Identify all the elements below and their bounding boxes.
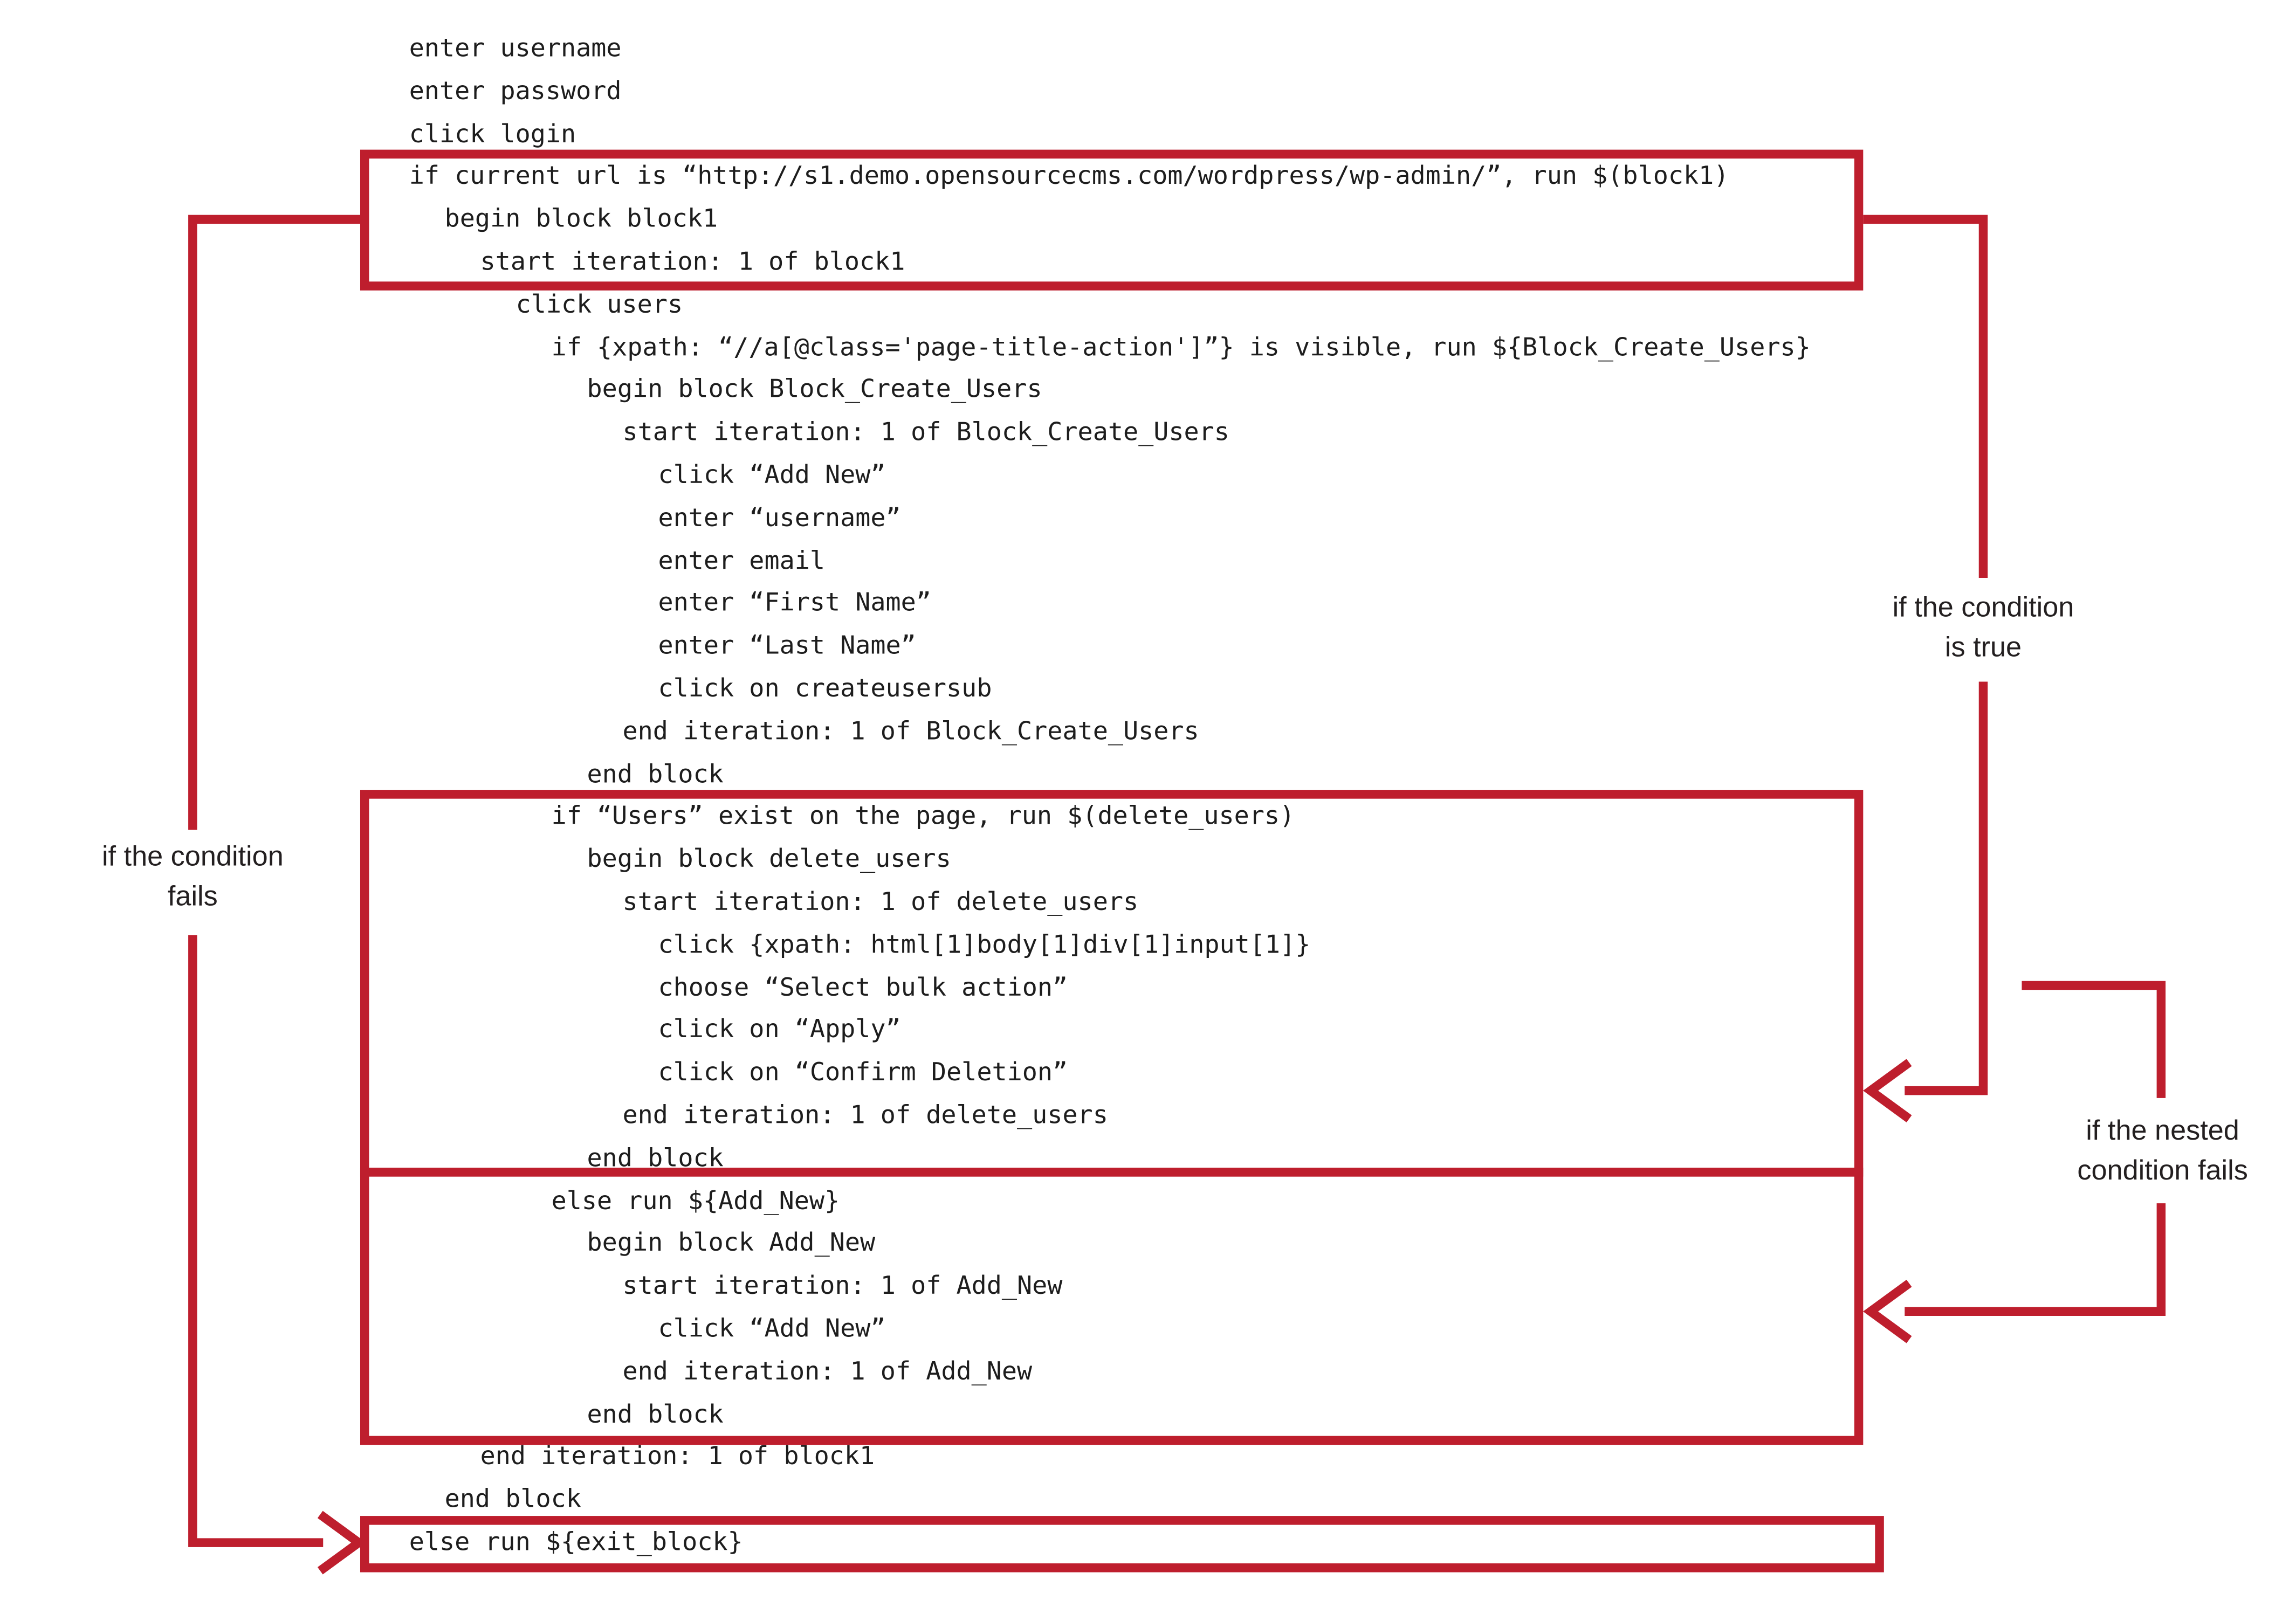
code-line: end block bbox=[444, 1485, 581, 1515]
code-line: enter “username” bbox=[658, 504, 901, 534]
box-exit-block bbox=[360, 1516, 1884, 1573]
code-line: enter username bbox=[409, 34, 622, 64]
code-line: start iteration: 1 of Block_Create_Users bbox=[622, 418, 1229, 448]
code-line: if {xpath: “//a[@class='page-title-actio… bbox=[551, 333, 1811, 363]
code-line: begin block delete_users bbox=[587, 845, 951, 875]
code-line: start iteration: 1 of Add_New bbox=[622, 1272, 1063, 1302]
code-line: end iteration: 1 of Block_Create_Users bbox=[622, 716, 1199, 747]
code-line: end iteration: 1 of block1 bbox=[480, 1442, 875, 1472]
label-line: condition fails bbox=[2077, 1156, 2248, 1187]
code-line: click users bbox=[515, 290, 683, 320]
arrow-left-icon bbox=[1863, 1279, 1912, 1343]
label-line: if the condition bbox=[101, 842, 284, 873]
code-line: begin block Add_New bbox=[587, 1229, 876, 1259]
label-nested-condition-fails: if the nested condition fails bbox=[2025, 1112, 2296, 1191]
code-line: click “Add New” bbox=[658, 1314, 886, 1344]
code-line: enter email bbox=[658, 546, 826, 576]
label-line: is true bbox=[1944, 632, 2022, 664]
code-line: click “Add New” bbox=[658, 460, 886, 491]
code-line: begin block block1 bbox=[444, 204, 718, 235]
code-line: begin block Block_Create_Users bbox=[587, 375, 1042, 405]
code-line: click on “Apply” bbox=[658, 1016, 901, 1046]
label-condition-true: if the condition is true bbox=[1845, 588, 2121, 668]
code-line: end block bbox=[587, 760, 724, 790]
code-line: end iteration: 1 of Add_New bbox=[622, 1357, 1033, 1387]
code-line: start iteration: 1 of delete_users bbox=[622, 887, 1139, 918]
code-line: enter “Last Name” bbox=[658, 631, 916, 661]
code-line: end iteration: 1 of delete_users bbox=[622, 1101, 1108, 1131]
code-line: else run ${exit_block} bbox=[409, 1528, 743, 1558]
code-line: if current url is “http://s1.demo.openso… bbox=[409, 162, 1729, 192]
code-line: click on “Confirm Deletion” bbox=[658, 1058, 1068, 1088]
code-line: end block bbox=[587, 1143, 724, 1174]
box-if-url-block1 bbox=[360, 149, 1864, 291]
code-line: if “Users” exist on the page, run $(dele… bbox=[551, 802, 1295, 832]
code-line: else run ${Add_New} bbox=[551, 1186, 840, 1216]
arrow-left-icon bbox=[1863, 1059, 1912, 1123]
box-delete-users-block bbox=[360, 790, 1864, 1177]
code-line: click on createusersub bbox=[658, 674, 992, 704]
arrow-right-icon bbox=[317, 1511, 367, 1575]
label-line: if the condition bbox=[1892, 592, 2074, 624]
label-line: fails bbox=[167, 881, 218, 913]
code-line: click {xpath: html[1]body[1]div[1]input[… bbox=[658, 930, 1311, 960]
code-line: enter password bbox=[409, 77, 622, 107]
code-line: end block bbox=[587, 1399, 724, 1430]
code-line: enter “First Name” bbox=[658, 589, 931, 619]
label-line: if the nested bbox=[2086, 1115, 2239, 1147]
code-line: click login bbox=[409, 119, 576, 149]
code-line: start iteration: 1 of block1 bbox=[480, 247, 905, 278]
code-line: choose “Select bulk action” bbox=[658, 973, 1068, 1003]
label-condition-fails: if the condition fails bbox=[59, 837, 326, 917]
